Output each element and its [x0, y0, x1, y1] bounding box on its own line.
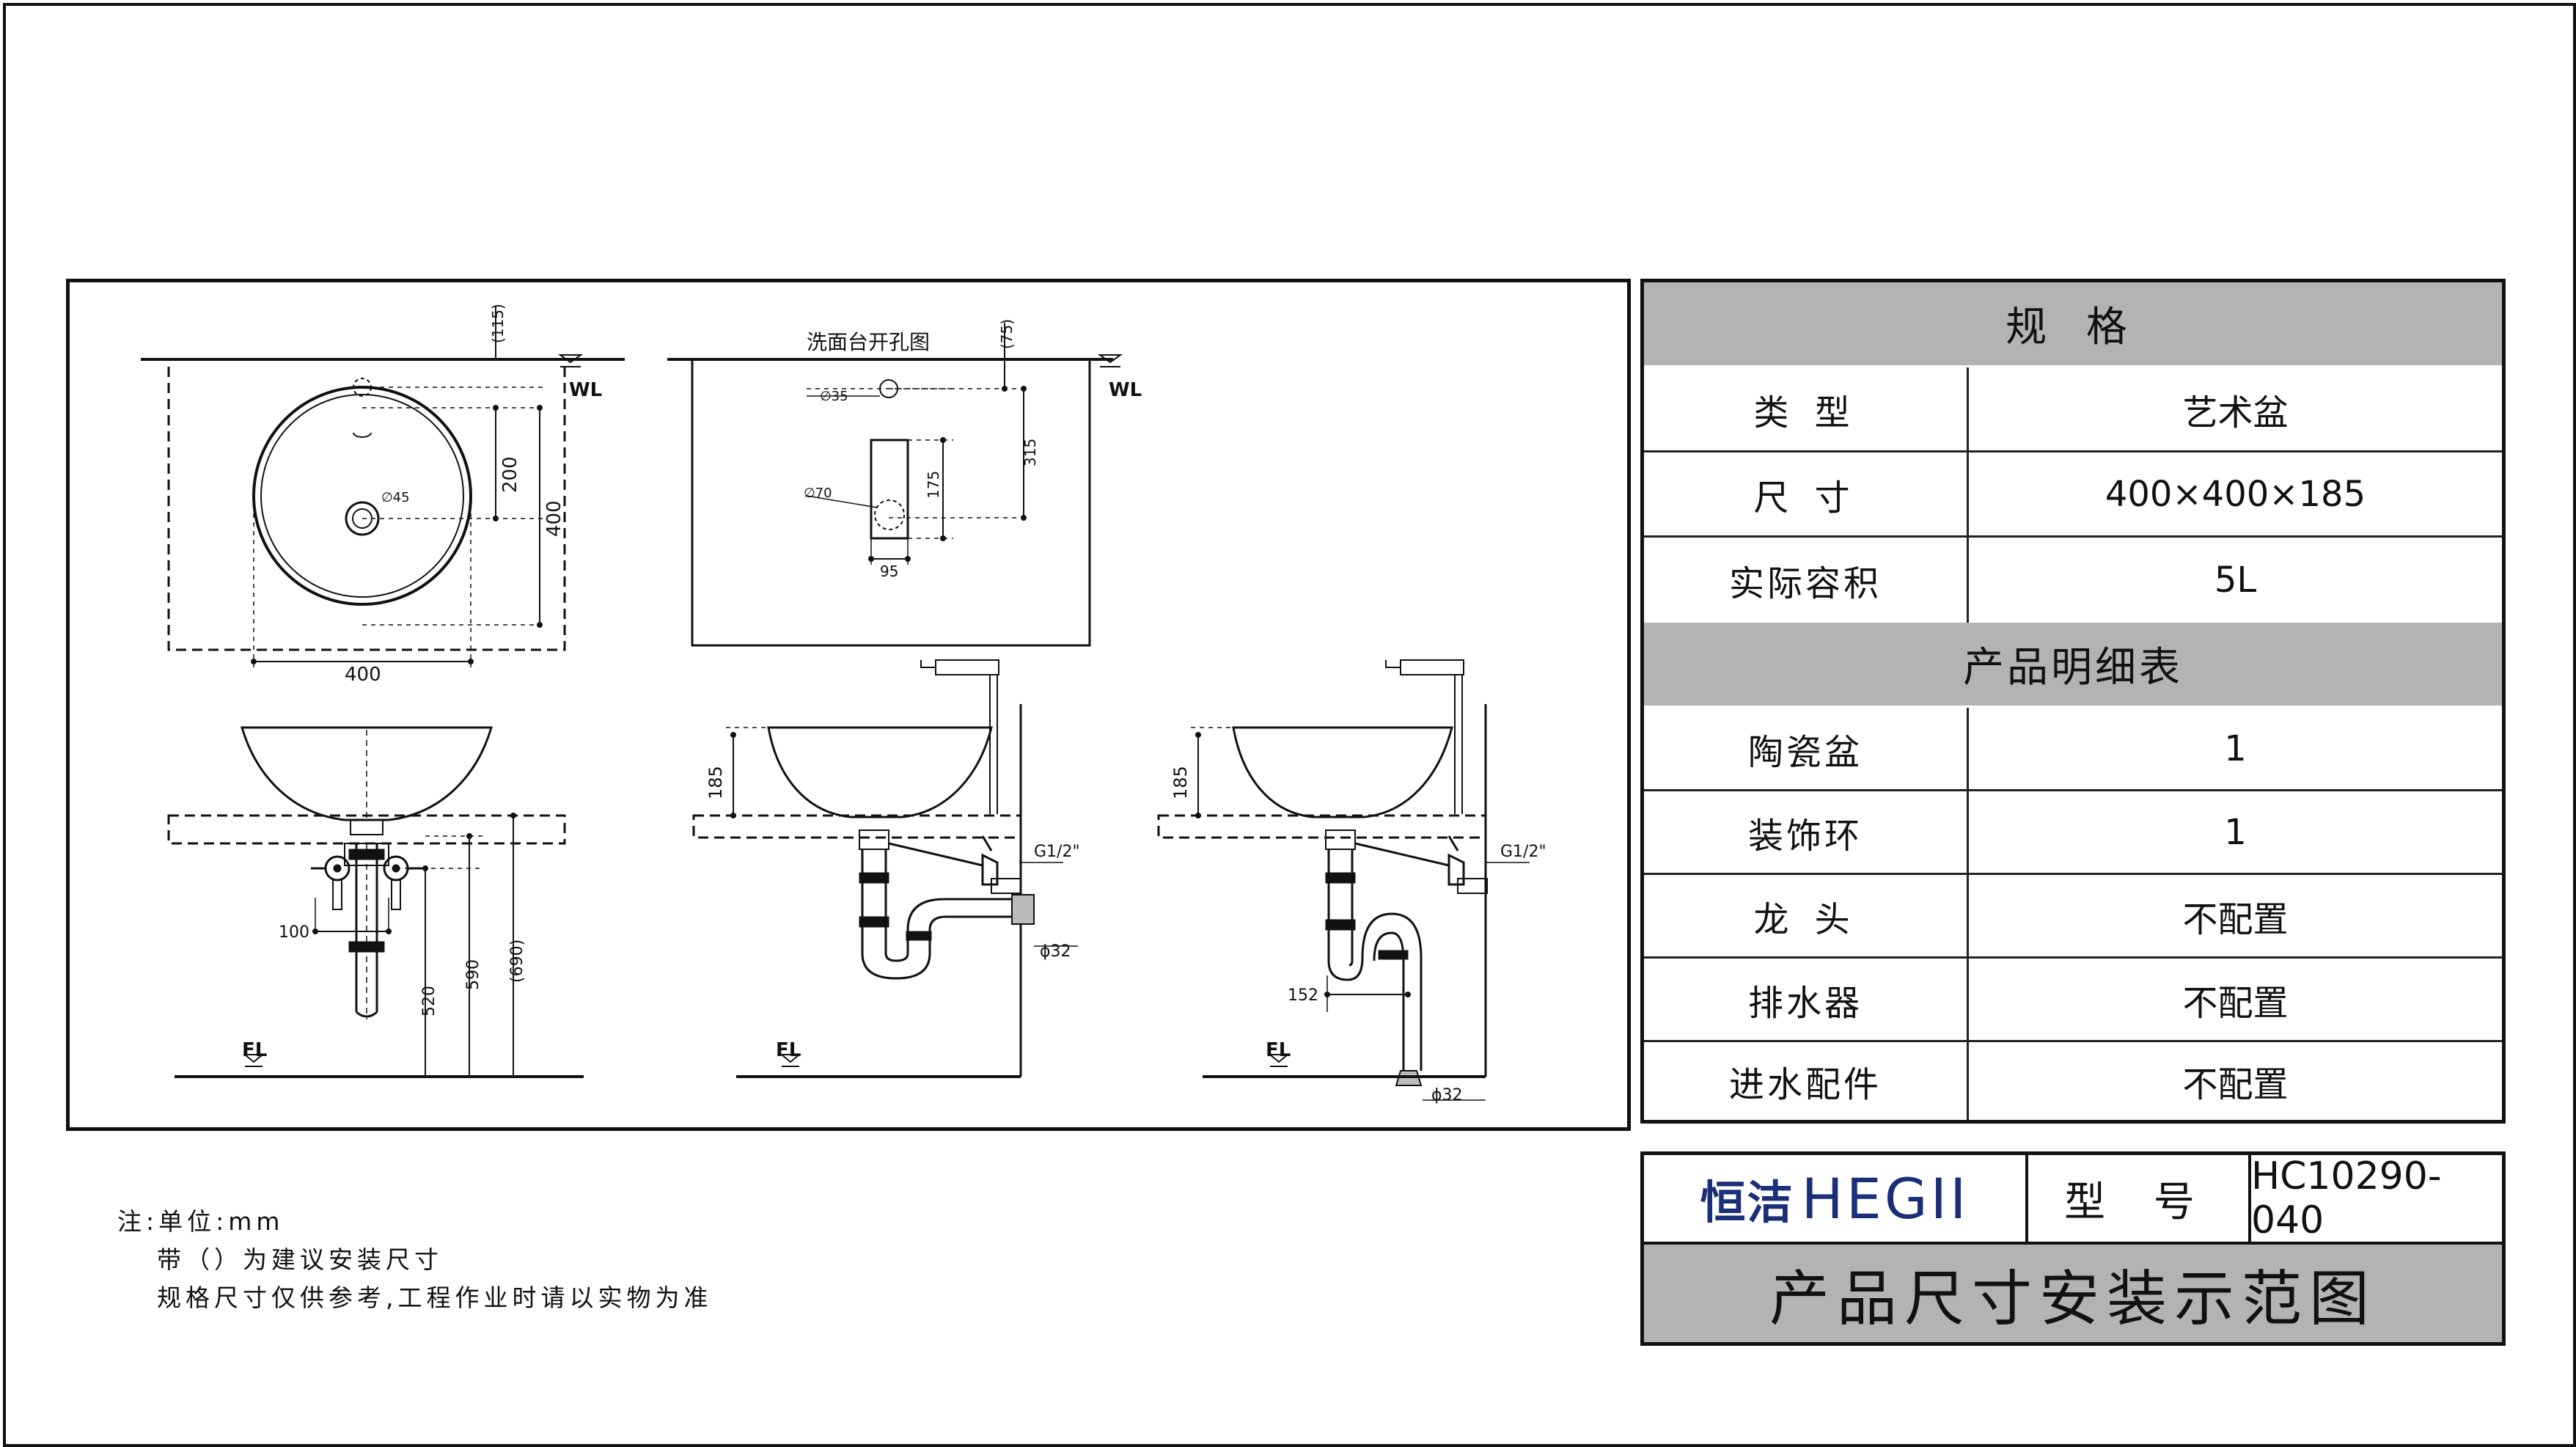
detail-row: 陶瓷盆 1 — [1644, 708, 2502, 791]
detail-row-label: 陶瓷盆 — [1644, 708, 1969, 789]
dim-690: (690) — [508, 939, 526, 983]
dim-115: (115) — [489, 304, 507, 343]
title-block-top: 恒洁 HEGII 型 号 HC10290-040 — [1644, 1154, 2502, 1245]
g12-label-b: G1/2" — [1500, 843, 1546, 861]
dim-100: 100 — [279, 923, 309, 942]
dim-95: 95 — [880, 563, 898, 580]
top-plan-view — [141, 307, 625, 667]
spec-row-label: 尺 寸 — [1644, 453, 1969, 535]
detail-row-value: 1 — [2224, 728, 2247, 769]
spec-row-value: 400×400×185 — [2105, 473, 2366, 515]
dim-315: 315 — [1021, 439, 1039, 466]
detail-row: 进水配件 不配置 — [1644, 1042, 2502, 1120]
detail-row: 排水器 不配置 — [1644, 959, 2502, 1042]
dim-400-vertical: 400 — [543, 500, 565, 537]
dim-152: 152 — [1288, 986, 1318, 1005]
side-elevation-ptrap-view — [692, 659, 1078, 1078]
spec-row-type: 类 型 艺术盆 — [1644, 367, 2502, 453]
brand-name-cn: 恒洁 — [1700, 1176, 1794, 1229]
side-elevation-strap-view — [1157, 659, 1530, 1101]
side-elevation-ptrap-labels: 185 G1/2" ϕ32 FL — [705, 766, 1080, 1061]
detail-row-value: 不配置 — [2182, 982, 2289, 1024]
spec-row-size: 尺 寸 400×400×185 — [1644, 453, 2502, 538]
detail-row-label: 进水配件 — [1644, 1042, 1969, 1120]
dim-185-a: 185 — [705, 766, 726, 799]
detail-row-label: 龙 头 — [1644, 875, 1969, 956]
dim-75: (75) — [998, 319, 1016, 349]
dim-d70: ∅70 — [804, 486, 832, 501]
spec-row-value: 5L — [2214, 560, 2257, 601]
hole-plan-labels: 洗面台开孔图 (75) ∅35 ∅70 175 315 95 WL — [804, 319, 1142, 580]
detail-header-label: 产品明细表 — [1963, 644, 2183, 692]
detail-header: 产品明细表 — [1644, 623, 2502, 708]
phi32-label-b: ϕ32 — [1431, 1086, 1463, 1105]
phi32-label-a: ϕ32 — [1040, 942, 1071, 961]
dim-200: 200 — [499, 456, 521, 493]
drawing-title: 产品尺寸安装示范图 — [1644, 1245, 2502, 1342]
dim-185-b: 185 — [1170, 766, 1191, 799]
top-plan-labels: (115) 200 400 400 ∅45 WL — [345, 304, 602, 686]
spec-table: 规 格 类 型 艺术盆 尺 寸 400×400×185 实际容积 5L 产品明细… — [1640, 279, 2506, 1124]
detail-row-value: 不配置 — [2182, 1064, 2289, 1105]
dim-d45: ∅45 — [381, 490, 410, 505]
brand-name-en: HEGII — [1801, 1165, 1970, 1231]
brand-logo: 恒洁 HEGII — [1644, 1155, 2028, 1242]
detail-row: 龙 头 不配置 — [1644, 875, 2502, 959]
spec-row-value: 艺术盆 — [2182, 392, 2289, 433]
detail-row-label: 排水器 — [1644, 959, 1969, 1040]
note-line: 带（）为建议安装尺寸 — [157, 1245, 443, 1274]
dim-520: 520 — [420, 986, 438, 1016]
side-elevation-strap-labels: 185 G1/2" ϕ32 152 FL — [1170, 766, 1546, 1105]
technical-drawing: (115) 200 400 400 ∅45 WL — [141, 304, 1546, 1105]
dim-d35: ∅35 — [820, 389, 848, 404]
dim-590: 590 — [464, 959, 482, 990]
note-line: 规格尺寸仅供参考,工程作业时请以实物为准 — [157, 1283, 713, 1312]
title-block: 恒洁 HEGII 型 号 HC10290-040 产品尺寸安装示范图 — [1640, 1151, 2506, 1346]
wl-label-1: WL — [569, 379, 602, 401]
dim-400-horizontal: 400 — [345, 664, 381, 686]
fl-label-1: FL — [242, 1039, 267, 1061]
outer-frame — [3, 3, 2576, 1447]
hole-plan-title: 洗面台开孔图 — [807, 330, 930, 354]
detail-row-label: 装饰环 — [1644, 791, 1969, 873]
wl-label-2: WL — [1109, 379, 1142, 401]
spec-header: 规 格 — [1644, 282, 2502, 367]
g12-label-a: G1/2" — [1034, 843, 1080, 861]
spec-row-label: 实际容积 — [1644, 538, 1969, 623]
detail-row-value: 不配置 — [2182, 898, 2289, 940]
drawing-frame — [66, 279, 1631, 1131]
spec-row-volume: 实际容积 5L — [1644, 538, 2502, 623]
detail-row: 装饰环 1 — [1644, 791, 2502, 875]
model-number: HC10290-040 — [2251, 1154, 2442, 1242]
notes: 注:单位:mm 带（）为建议安装尺寸 规格尺寸仅供参考,工程作业时请以实物为准 — [117, 1203, 713, 1317]
fl-label-2: FL — [776, 1039, 801, 1061]
spec-row-label: 类 型 — [1644, 367, 1969, 450]
model-label: 型 号 — [2028, 1155, 2251, 1242]
detail-row-value: 1 — [2224, 811, 2247, 853]
fl-label-3: FL — [1266, 1039, 1291, 1061]
front-elevation-view — [167, 726, 584, 1078]
front-elevation-labels: 100 520 590 (690) FL — [242, 923, 526, 1061]
dim-175: 175 — [925, 471, 942, 499]
note-line: 注:单位:mm — [117, 1207, 285, 1236]
hole-plan-view — [667, 323, 1123, 647]
spec-header-label: 规 格 — [2006, 304, 2140, 351]
